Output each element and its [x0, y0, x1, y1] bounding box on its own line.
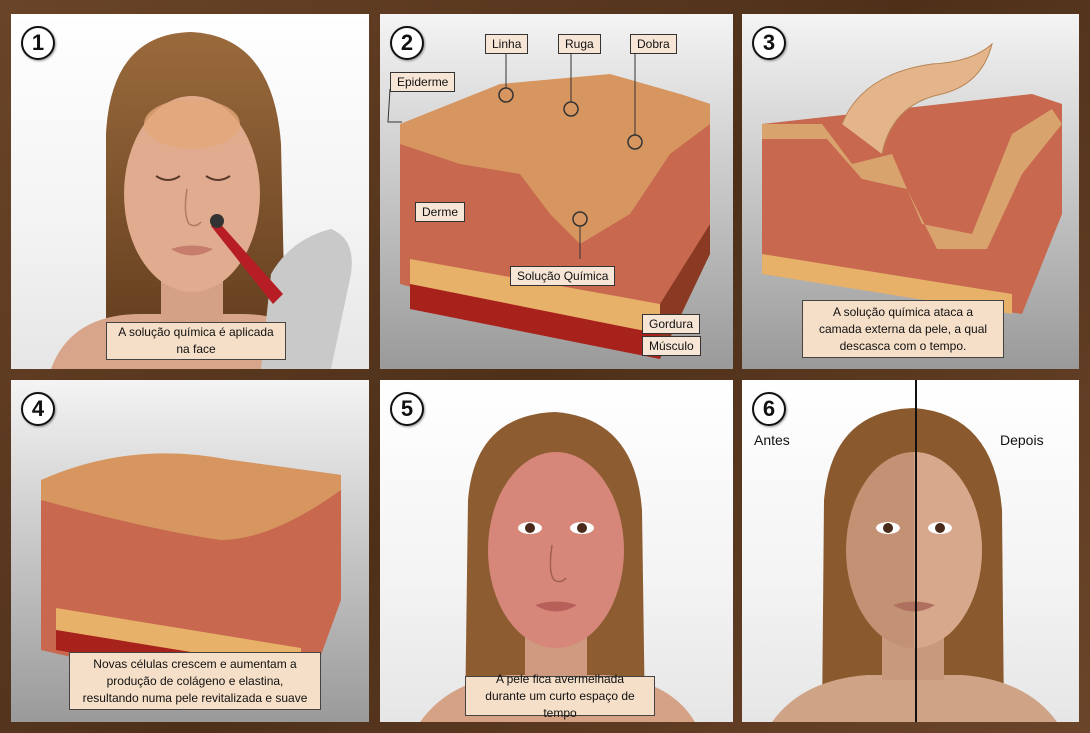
label-linha: Linha [485, 34, 528, 54]
label-depois: Depois [1000, 432, 1044, 448]
label-musculo: Músculo [642, 336, 701, 356]
step-number-6: 6 [752, 392, 786, 426]
step-number-2: 2 [390, 26, 424, 60]
caption-step-5: A pele fica avermelhada durante um curto… [465, 676, 655, 716]
panel-2: 2 Linha Ruga Dobra Epiderme Derme Soluçã… [380, 14, 733, 369]
panel-1: 1 A solução química é aplicada na face [11, 14, 369, 369]
caption-step-3: A solução química ataca a camada externa… [802, 300, 1004, 358]
label-dobra: Dobra [630, 34, 677, 54]
label-antes: Antes [754, 432, 790, 448]
step-number-3: 3 [752, 26, 786, 60]
panel-6: 6 Antes Depois [742, 380, 1079, 722]
caption-step-1: A solução química é aplicada na face [106, 322, 286, 360]
step-number-4: 4 [21, 392, 55, 426]
label-epiderme: Epiderme [390, 72, 455, 92]
label-ruga: Ruga [558, 34, 601, 54]
panel-4: 4 Novas células crescem e aumentam a pro… [11, 380, 369, 722]
caption-step-4: Novas células crescem e aumentam a produ… [69, 652, 321, 710]
face-illustration-1 [11, 14, 369, 369]
step-number-1: 1 [21, 26, 55, 60]
label-solucao-quimica: Solução Química [510, 266, 615, 286]
panel-3: 3 A solução química ataca a camada exter… [742, 14, 1079, 369]
label-gordura: Gordura [642, 314, 700, 334]
panel-5: 5 A pele fica avermelhada durante um cur… [380, 380, 733, 722]
step-number-5: 5 [390, 392, 424, 426]
label-derme: Derme [415, 202, 465, 222]
